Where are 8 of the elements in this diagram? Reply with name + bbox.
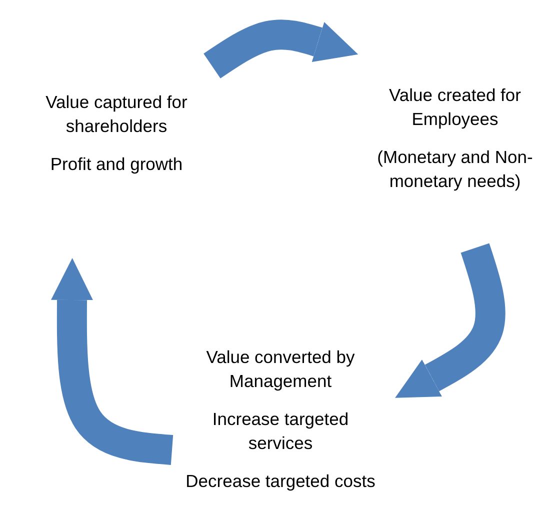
node-text: Increase targeted services — [211, 408, 350, 455]
node-heading: Value captured for shareholders — [44, 91, 188, 138]
curved-block-arrow — [204, 20, 358, 78]
node-text: Profit and growth — [49, 153, 184, 176]
node-text: Decrease targeted costs — [184, 470, 376, 493]
node-heading: Value converted by Management — [205, 346, 356, 393]
node-text: (Monetary and Non-monetary needs) — [376, 146, 534, 193]
node-heading: Value created for Employees — [388, 84, 522, 131]
